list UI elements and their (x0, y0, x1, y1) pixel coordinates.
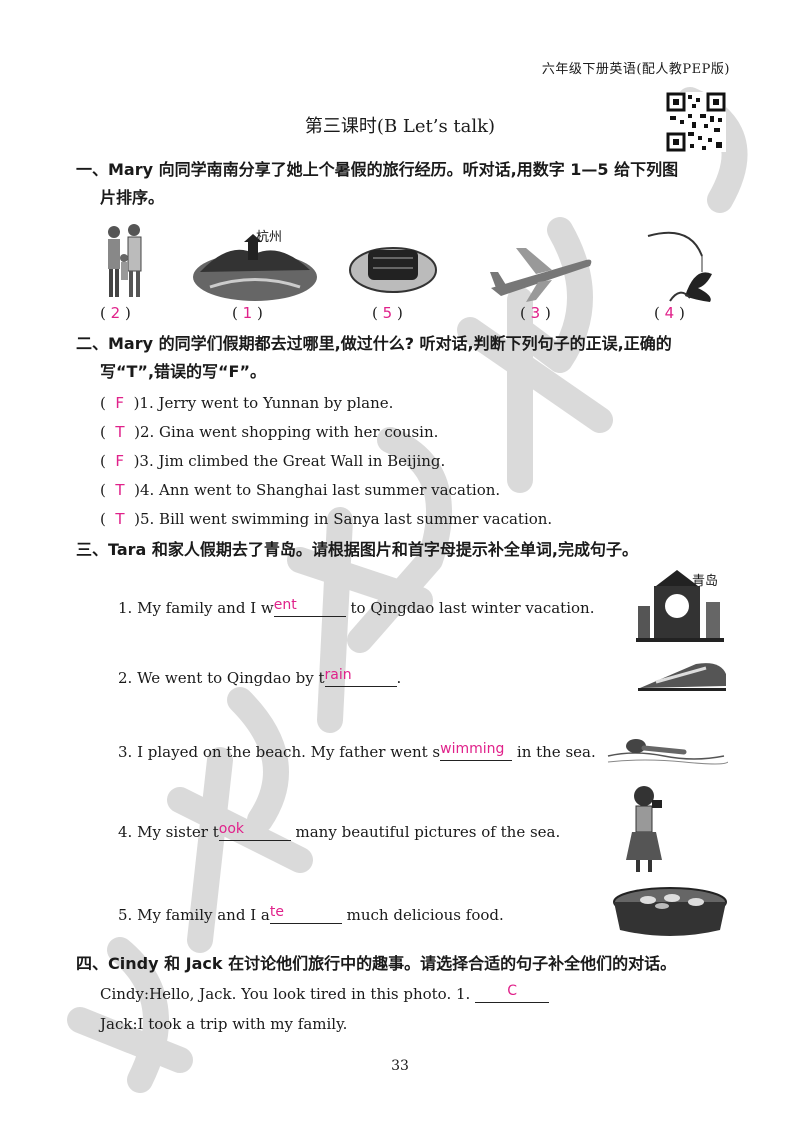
fill-post: to Qingdao last winter vacation. (345, 599, 595, 617)
fill-pre: 5. My family and I a (118, 906, 270, 924)
tf-item-1[interactable]: ( F )1. Jerry went to Yunnan by plane. (100, 394, 394, 412)
fishing-picture (647, 231, 712, 302)
tf-answer: F (115, 452, 125, 470)
dialog-blank-1[interactable]: C (475, 983, 550, 1003)
fill-answer: te (269, 904, 284, 920)
tf-item-5[interactable]: ( T )5. Bill went swimming in Sanya last… (100, 510, 553, 528)
fill-answer: ent (273, 597, 297, 613)
fill-post: . (396, 669, 402, 687)
fill-pre: 1. My family and I w (118, 599, 274, 617)
fill-answer: rain (324, 667, 352, 683)
fill-item-4: 4. My sister took many beautiful picture… (118, 821, 561, 841)
answer-4: 3 (530, 304, 541, 322)
feast-picture (613, 887, 727, 936)
answer-slot-4[interactable]: ( 3 ) (520, 304, 551, 322)
fill-pre: 3. I played on the beach. My father went… (118, 743, 441, 761)
fill-blank-3[interactable]: wimming (440, 741, 513, 761)
fill-post: many beautiful pictures of the sea. (290, 823, 561, 841)
dialog-line-1: Cindy:Hello, Jack. You look tired in thi… (100, 983, 550, 1003)
tf-text: )3. Jim climbed the Great Wall in Beijin… (133, 452, 446, 470)
section-1-heading: 一、Mary 向同学南南分享了她上个暑假的旅行经历。听对话,用数字 1—5 给下… (76, 156, 736, 212)
fill-answer: ook (218, 821, 244, 837)
plane-picture (490, 248, 592, 302)
qr-code-icon[interactable] (666, 92, 726, 152)
tf-item-4[interactable]: ( T )4. Ann went to Shanghai last summer… (100, 481, 501, 499)
answer-slot-1[interactable]: ( 2 ) (100, 304, 131, 322)
tf-answer: F (115, 394, 125, 412)
dialog-cindy: Cindy:Hello, Jack. You look tired in thi… (100, 985, 471, 1003)
lesson-title: 第三课时(B Let’s talk) (304, 116, 496, 137)
family-picture (108, 224, 142, 297)
tf-item-2[interactable]: ( T )2. Gina went shopping with her cous… (100, 423, 439, 441)
answer-5: 4 (664, 304, 675, 322)
fill-pre: 4. My sister t (118, 823, 219, 841)
girl-photographing-picture (626, 786, 662, 872)
swimming-picture (607, 739, 728, 765)
fill-item-2: 2. We went to Qingdao by train. (118, 667, 402, 687)
answer-2: 1 (242, 304, 253, 322)
fill-item-5: 5. My family and I ate much delicious fo… (118, 904, 504, 924)
tf-answer: T (115, 423, 125, 441)
tf-item-3[interactable]: ( F )3. Jim climbed the Great Wall in Be… (100, 452, 446, 470)
section-1-heading-line1: 一、Mary 向同学南南分享了她上个暑假的旅行经历。听对话,用数字 1—5 给下… (76, 160, 679, 179)
fill-blank-2[interactable]: rain (324, 667, 397, 687)
fill-post: much delicious food. (341, 906, 504, 924)
book-header: 六年级下册英语(配人教PEP版) (541, 62, 730, 77)
hangzhou-picture (193, 234, 317, 301)
fill-item-3: 3. I played on the beach. My father went… (118, 741, 596, 761)
section-2-heading-line2: 写“T”,错误的写“F”。 (100, 362, 266, 381)
fill-item-1: 1. My family and I went to Qingdao last … (118, 597, 595, 617)
fill-answer: wimming (440, 741, 505, 757)
answer-1: 2 (110, 304, 121, 322)
section-1-heading-line2: 片排序。 (100, 188, 165, 207)
fill-blank-1[interactable]: ent (273, 597, 346, 617)
fill-blank-4[interactable]: ook (218, 821, 291, 841)
dialog-answer: C (507, 983, 517, 999)
dialog-line-2: Jack:I took a trip with my family. (100, 1015, 348, 1033)
qingdao-picture (636, 570, 724, 642)
answer-slot-5[interactable]: ( 4 ) (654, 304, 685, 322)
tf-text: )5. Bill went swimming in Sanya last sum… (134, 510, 553, 528)
food-picture (349, 247, 437, 293)
tf-answer: T (115, 481, 125, 499)
answer-slot-3[interactable]: ( 5 ) (372, 304, 403, 322)
fill-pre: 2. We went to Qingdao by t (118, 669, 325, 687)
section-3-heading: 三、Tara 和家人假期去了青岛。请根据图片和首字母提示补全单词,完成句子。 (76, 540, 638, 559)
tf-text: )1. Jerry went to Yunnan by plane. (133, 394, 394, 412)
section-4-heading: 四、Cindy 和 Jack 在讨论他们旅行中的趣事。请选择合适的句子补全他们的… (76, 954, 677, 973)
answer-slot-2[interactable]: ( 1 ) (232, 304, 263, 322)
hangzhou-label: 杭州 (256, 230, 283, 245)
page-number: 33 (391, 1058, 409, 1074)
tf-text: )4. Ann went to Shanghai last summer vac… (134, 481, 501, 499)
tf-answer: T (115, 510, 125, 528)
section-2-heading-line1: 二、Mary 的同学们假期都去过哪里,做过什么? 听对话,判断下列句子的正误,正… (76, 334, 672, 353)
qingdao-label: 青岛 (692, 574, 719, 589)
section-2-heading: 二、Mary 的同学们假期都去过哪里,做过什么? 听对话,判断下列句子的正误,正… (76, 330, 736, 386)
train-picture (638, 663, 726, 691)
fill-post: in the sea. (512, 743, 596, 761)
answer-3: 5 (382, 304, 393, 322)
tf-text: )2. Gina went shopping with her cousin. (134, 423, 439, 441)
fill-blank-5[interactable]: te (269, 904, 342, 924)
